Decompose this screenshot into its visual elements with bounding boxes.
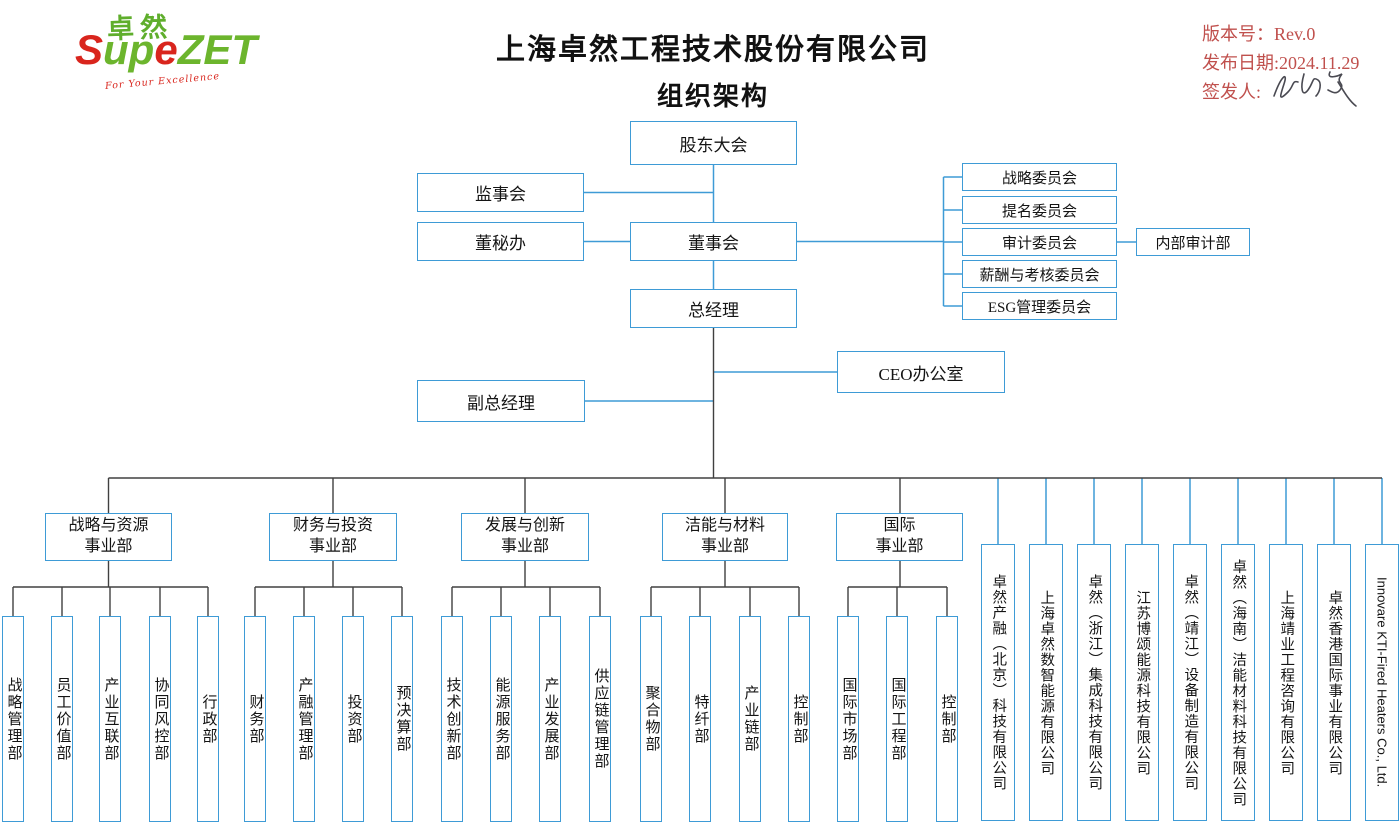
supervisory-board-box: 监事会 (417, 173, 584, 212)
company-title: 上海卓然工程技术股份有限公司 (495, 34, 930, 66)
subsidiary-box: 卓然（海南）洁能材料科技有限公司 (1221, 544, 1255, 821)
division-development-innovation-box: 发展与创新事业部 (461, 513, 589, 561)
department-box: 预决算部 (391, 616, 413, 822)
department-box: 国际工程部 (886, 616, 908, 822)
issuer-label: 签发人: (1202, 82, 1262, 102)
committee-remuneration-box: 薪酬与考核委员会 (962, 260, 1117, 288)
department-box: 聚合物部 (640, 616, 662, 822)
division-cleanenergy-materials-box: 洁能与材料事业部 (662, 513, 788, 561)
department-box: 控制部 (936, 616, 958, 822)
subsidiary-box: 江苏博颂能源科技有限公司 (1125, 544, 1159, 821)
version-label: 版本号：Rev.0 (1202, 24, 1316, 44)
subsidiary-box: 卓然（靖江）设备制造有限公司 (1173, 544, 1207, 821)
department-box: 财务部 (244, 616, 266, 822)
general-manager-box: 总经理 (630, 289, 797, 328)
deputy-general-manager-box: 副总经理 (417, 380, 585, 422)
supezet-logo: 卓然 SupeZET For Your Excellence (75, 6, 295, 101)
department-box: 供应链管理部 (589, 616, 611, 822)
department-box: 员工价值部 (51, 616, 73, 822)
department-box: 控制部 (788, 616, 810, 822)
department-box: 产业发展部 (539, 616, 561, 822)
department-box: 产融管理部 (293, 616, 315, 822)
subsidiary-box: 卓然（浙江）集成科技有限公司 (1077, 544, 1111, 821)
division-strategy-resources-box: 战略与资源事业部 (45, 513, 172, 561)
department-box: 战略管理部 (2, 616, 24, 822)
department-box: 产业互联部 (99, 616, 121, 822)
shareholders-meeting-box: 股东大会 (630, 121, 797, 165)
ceo-office-box: CEO办公室 (837, 351, 1005, 393)
committee-strategy-box: 战略委员会 (962, 163, 1117, 191)
subsidiary-box: 上海靖业工程咨询有限公司 (1269, 544, 1303, 821)
department-box: 技术创新部 (441, 616, 463, 822)
department-box: 国际市场部 (837, 616, 859, 822)
subsidiary-box: 卓然产融（北京）科技有限公司 (981, 544, 1015, 821)
chart-subtitle: 组织架构 (656, 82, 769, 111)
page-title: 上海卓然工程技术股份有限公司 组织架构 (400, 26, 1026, 113)
release-date-label: 发布日期:2024.11.29 (1202, 53, 1360, 73)
department-box: 产业链部 (739, 616, 761, 822)
department-box: 特纤部 (689, 616, 711, 822)
division-finance-investment-box: 财务与投资事业部 (269, 513, 397, 561)
subsidiary-box: 卓然香港国际事业有限公司 (1317, 544, 1351, 821)
signature (1273, 71, 1357, 107)
internal-audit-box: 内部审计部 (1136, 228, 1250, 256)
committee-esg-box: ESG管理委员会 (962, 292, 1117, 320)
department-box: 行政部 (197, 616, 219, 822)
department-box: 投资部 (342, 616, 364, 822)
board-secretary-office-box: 董秘办 (417, 222, 584, 261)
department-box: 能源服务部 (490, 616, 512, 822)
logo-wordmark: SupeZET (75, 26, 258, 73)
committee-nomination-box: 提名委员会 (962, 196, 1117, 224)
board-of-directors-box: 董事会 (630, 222, 797, 261)
subsidiary-box: Innovare KTI-Fired Heaters Co., Ltd. (1365, 544, 1399, 821)
document-meta: 版本号：Rev.0 发布日期:2024.11.29 签发人: (1202, 20, 1359, 107)
division-international-box: 国际事业部 (836, 513, 963, 561)
committee-audit-box: 审计委员会 (962, 228, 1117, 256)
subsidiary-box: 上海卓然数智能源有限公司 (1029, 544, 1063, 821)
logo-tagline: For Your Excellence (104, 71, 221, 92)
department-box: 协同风控部 (149, 616, 171, 822)
